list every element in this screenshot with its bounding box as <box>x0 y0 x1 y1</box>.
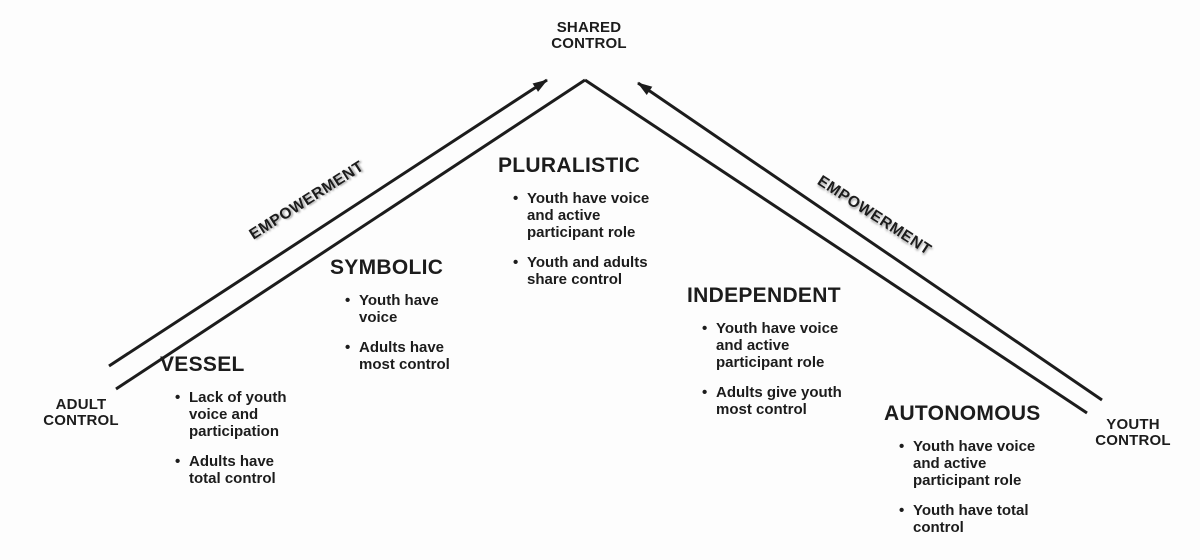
bullet-text: Youth have voice and active participant … <box>527 190 650 241</box>
bullet-dot-icon: • <box>345 292 351 309</box>
youth-control-label: YOUTH CONTROL <box>1095 416 1171 449</box>
bullet-text: Adults have most control <box>359 339 450 373</box>
bullet-dot-icon: • <box>702 384 708 401</box>
bullet-item: • Adults give youth most control <box>702 384 842 418</box>
stage-autonomous: AUTONOMOUS • Youth have voice and active… <box>884 402 1041 549</box>
stage-independent: INDEPENDENT • Youth have voice and activ… <box>687 284 842 431</box>
stage-pluralistic: PLURALISTIC • Youth have voice and activ… <box>498 154 653 301</box>
stage-autonomous-bullets: • Youth have voice and active participan… <box>899 438 1041 536</box>
bullet-dot-icon: • <box>345 339 351 356</box>
bullet-item: • Youth have voice and active participan… <box>513 190 653 241</box>
bullet-text: Adults give youth most control <box>716 384 842 418</box>
adult-control-label: ADULT CONTROL <box>43 396 119 429</box>
bullet-item: • Adults have most control <box>345 339 455 373</box>
bullet-text: Youth and adults share control <box>527 254 648 288</box>
shared-control-label: SHARED CONTROL <box>551 19 627 52</box>
stage-pluralistic-bullets: • Youth have voice and active participan… <box>513 190 653 288</box>
bullet-item: • Youth have voice and active participan… <box>899 438 1041 489</box>
bullet-dot-icon: • <box>175 389 181 406</box>
stage-vessel: VESSEL • Lack of youth voice and partici… <box>160 353 291 500</box>
stage-vessel-bullets: • Lack of youth voice and participation … <box>175 389 291 487</box>
bullet-item: • Youth have total control <box>899 502 1041 536</box>
stage-symbolic: SYMBOLIC • Youth have voice • Adults hav… <box>330 256 455 386</box>
bullet-text: Youth have voice <box>359 292 439 326</box>
stage-symbolic-heading: SYMBOLIC <box>330 256 444 279</box>
bullet-dot-icon: • <box>513 190 519 207</box>
empowerment-arrow-left <box>108 78 548 368</box>
bullet-item: • Lack of youth voice and participation <box>175 389 291 440</box>
bullet-item: • Adults have total control <box>175 453 291 487</box>
bullet-text: Youth have voice and active participant … <box>716 320 839 371</box>
stage-autonomous-heading: AUTONOMOUS <box>884 402 1041 425</box>
bullet-dot-icon: • <box>702 320 708 337</box>
bullet-item: • Youth have voice <box>345 292 455 326</box>
stage-symbolic-bullets: • Youth have voice • Adults have most co… <box>345 292 455 373</box>
bullet-text: Youth have total control <box>913 502 1029 536</box>
bullet-text: Adults have total control <box>189 453 276 487</box>
stage-independent-heading: INDEPENDENT <box>687 284 841 307</box>
stage-pluralistic-heading: PLURALISTIC <box>498 154 641 177</box>
bullet-dot-icon: • <box>175 453 181 470</box>
bullet-text: Lack of youth voice and participation <box>189 389 287 440</box>
pyramid-right-edge <box>584 78 1088 415</box>
bullet-item: • Youth have voice and active participan… <box>702 320 842 371</box>
bullet-dot-icon: • <box>513 254 519 271</box>
stage-independent-bullets: • Youth have voice and active participan… <box>702 320 842 418</box>
bullet-item: • Youth and adults share control <box>513 254 653 288</box>
bullet-dot-icon: • <box>899 502 905 519</box>
pyramid-left-edge <box>115 78 586 391</box>
bullet-dot-icon: • <box>899 438 905 455</box>
empowerment-arrow-right <box>637 81 1103 402</box>
stage-vessel-heading: VESSEL <box>160 353 245 376</box>
bullet-text: Youth have voice and active participant … <box>913 438 1036 489</box>
